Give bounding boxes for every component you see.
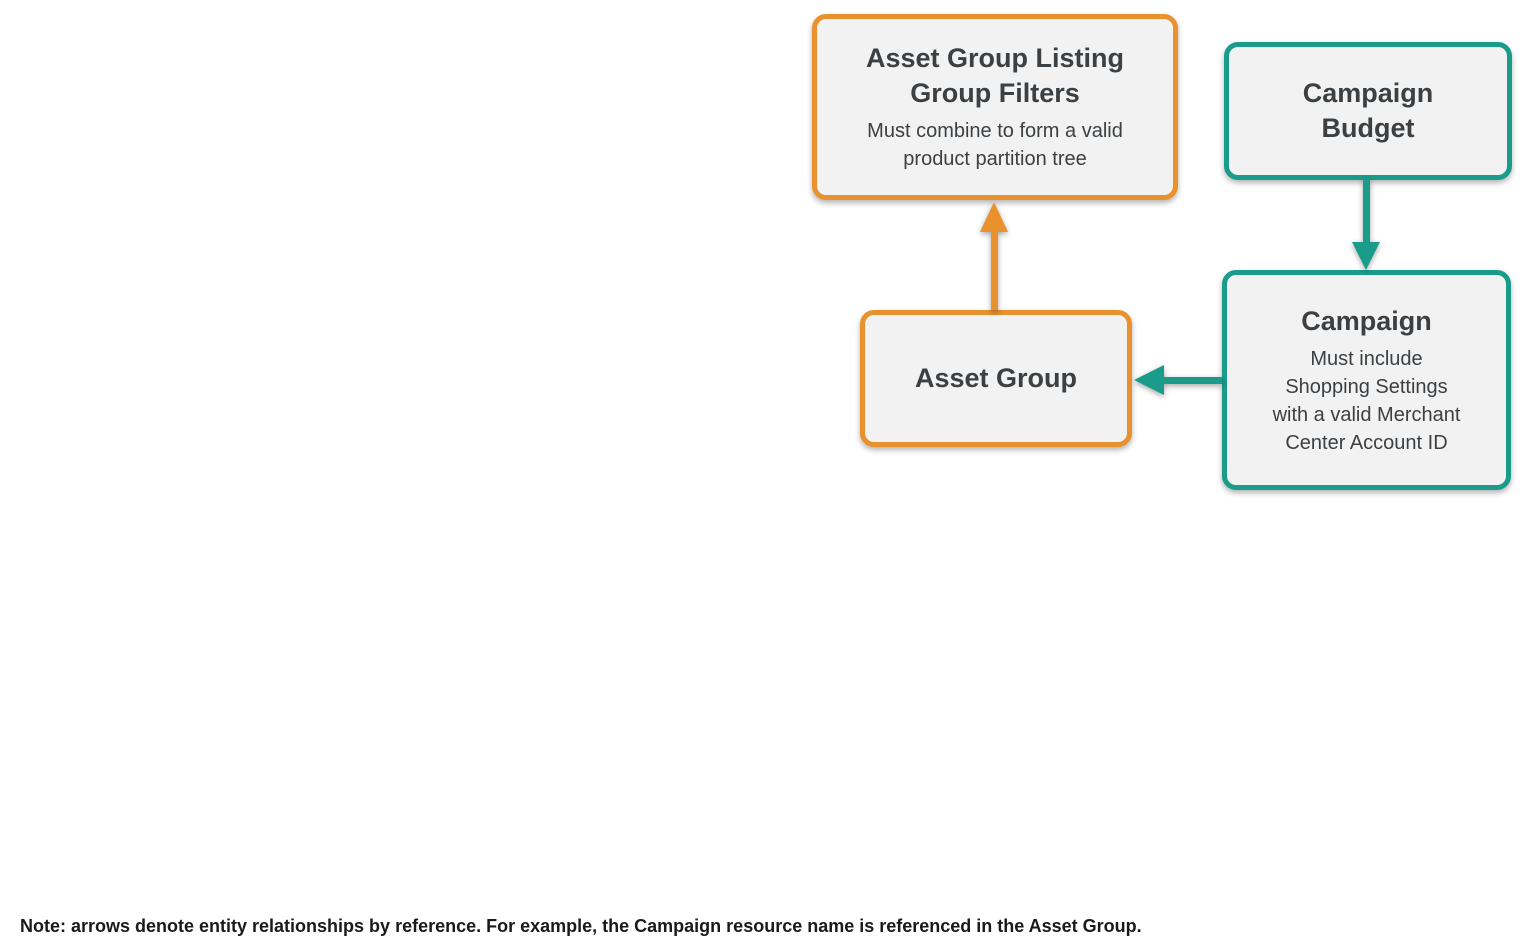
node-subtitle: Must combine to form a valid product par… bbox=[867, 120, 1123, 170]
node-title: Campaign Budget bbox=[1302, 78, 1434, 143]
node-asset-group-listing-group-filters: Asset Group Listing Group Filters Must c… bbox=[812, 14, 1178, 200]
node-asset-group: Asset Group bbox=[860, 310, 1132, 447]
diagram-note: Note: arrows denote entity relationships… bbox=[20, 916, 1142, 936]
node-subtitle: Must include Shopping Settings with a va… bbox=[1272, 347, 1461, 454]
node-title: Asset Group Listing Group Filters bbox=[865, 43, 1125, 108]
node-title: Campaign bbox=[1301, 305, 1432, 336]
arrow-campaign-to-asset-group bbox=[1134, 365, 1222, 395]
arrow-head-left-icon bbox=[1134, 365, 1164, 395]
node-campaign-budget: Campaign Budget bbox=[1224, 42, 1512, 180]
node-campaign: Campaign Must include Shopping Settings … bbox=[1222, 270, 1511, 490]
arrow-shaft bbox=[1164, 376, 1222, 384]
arrow-asset-group-to-listing-group-filters bbox=[980, 202, 1008, 310]
node-title: Asset Group bbox=[914, 363, 1078, 393]
arrow-head-up-icon bbox=[980, 202, 1008, 232]
arrow-shaft bbox=[990, 230, 998, 310]
arrow-campaign-budget-to-campaign bbox=[1352, 178, 1380, 270]
arrow-shaft bbox=[1362, 178, 1370, 242]
arrow-head-down-icon bbox=[1352, 242, 1380, 270]
